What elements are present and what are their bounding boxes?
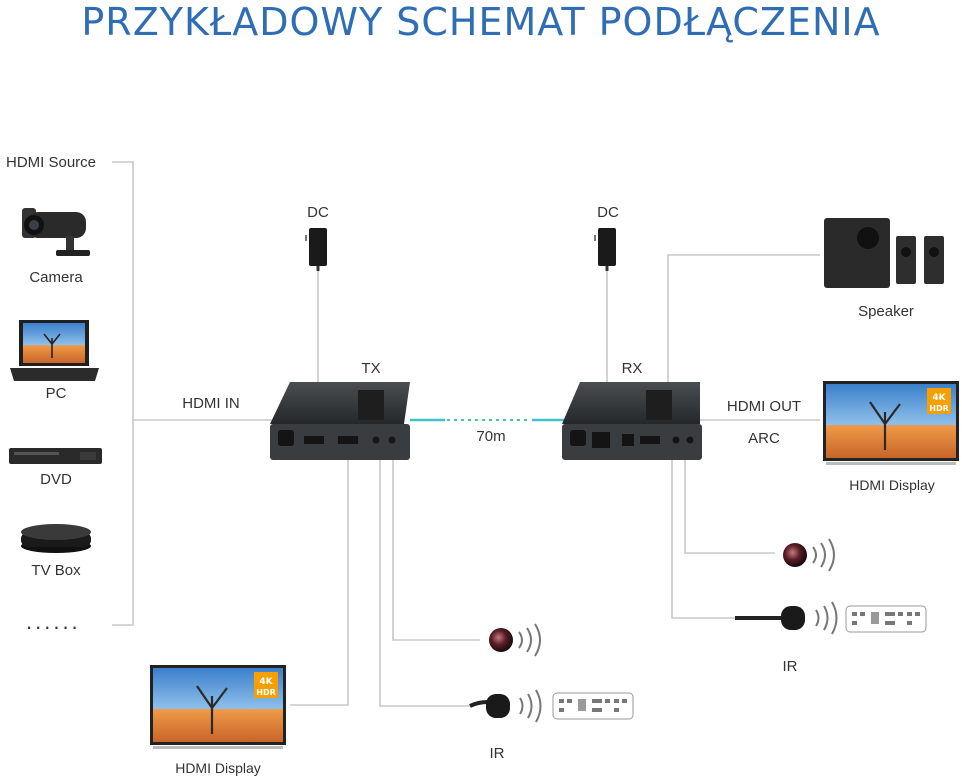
page-title: PRZYKŁADOWY SCHEMAT PODŁĄCZENIA — [81, 0, 881, 44]
remote-control-icon — [845, 605, 927, 633]
label-hdmi-in: HDMI IN — [182, 395, 240, 412]
tx-ir-emitter-cable — [392, 460, 480, 641]
power-adapter-icon — [594, 228, 616, 271]
laptop-icon — [10, 320, 99, 381]
ir-receiver-icon — [735, 601, 838, 635]
label-more-sources: ...... — [26, 609, 81, 634]
speaker-icon — [824, 218, 944, 288]
tx-local-display-cable — [290, 460, 349, 706]
label-tv-box: TV Box — [31, 562, 81, 579]
extender-tx-icon — [270, 382, 410, 460]
badge-4k-right: 4K — [932, 393, 946, 403]
rx-ir-receiver-cable — [671, 460, 770, 619]
rx-ir-emitter-cable — [684, 460, 775, 554]
ir-emitter-icon — [783, 538, 835, 572]
label-dc-rx: DC — [597, 204, 619, 221]
tv-display-icon: 4K HDR — [823, 381, 959, 465]
extender-rx-icon — [562, 382, 702, 460]
label-ir-rx: IR — [782, 658, 798, 675]
label-pc: PC — [45, 385, 67, 402]
label-arc: ARC — [748, 430, 780, 447]
signal-waves-icon — [518, 631, 523, 649]
badge-hdr-right: HDR — [929, 404, 949, 413]
dvd-player-icon — [9, 448, 102, 464]
label-hdmi-display-right: HDMI Display — [849, 477, 935, 493]
label-dc-tx: DC — [307, 204, 329, 221]
label-hdmi-source: HDMI Source — [6, 154, 97, 171]
tv-display-icon: 4K HDR — [150, 665, 286, 749]
badge-4k-left: 4K — [259, 677, 273, 687]
label-hdmi-display-left: HDMI Display — [175, 760, 261, 776]
label-camera: Camera — [29, 269, 83, 286]
label-hdmi-out: HDMI OUT — [726, 398, 802, 415]
badge-hdr-left: HDR — [256, 688, 276, 697]
label-rx: RX — [621, 360, 643, 377]
tx-ir-receiver-cable — [379, 460, 470, 707]
ir-emitter-icon — [489, 623, 541, 657]
tv-box-icon — [21, 524, 91, 553]
label-tx: TX — [361, 360, 381, 377]
ir-receiver-icon — [469, 689, 542, 723]
power-adapter-icon — [305, 228, 327, 271]
camera-icon — [22, 208, 90, 256]
cables — [112, 161, 820, 707]
label-distance: 70m — [476, 428, 506, 445]
label-speaker: Speaker — [858, 303, 914, 320]
label-ir-tx: IR — [489, 745, 505, 762]
rx-speaker-cable — [667, 254, 820, 384]
remote-control-icon — [552, 692, 634, 720]
label-dvd: DVD — [40, 471, 72, 488]
source-bracket-line — [112, 161, 134, 626]
